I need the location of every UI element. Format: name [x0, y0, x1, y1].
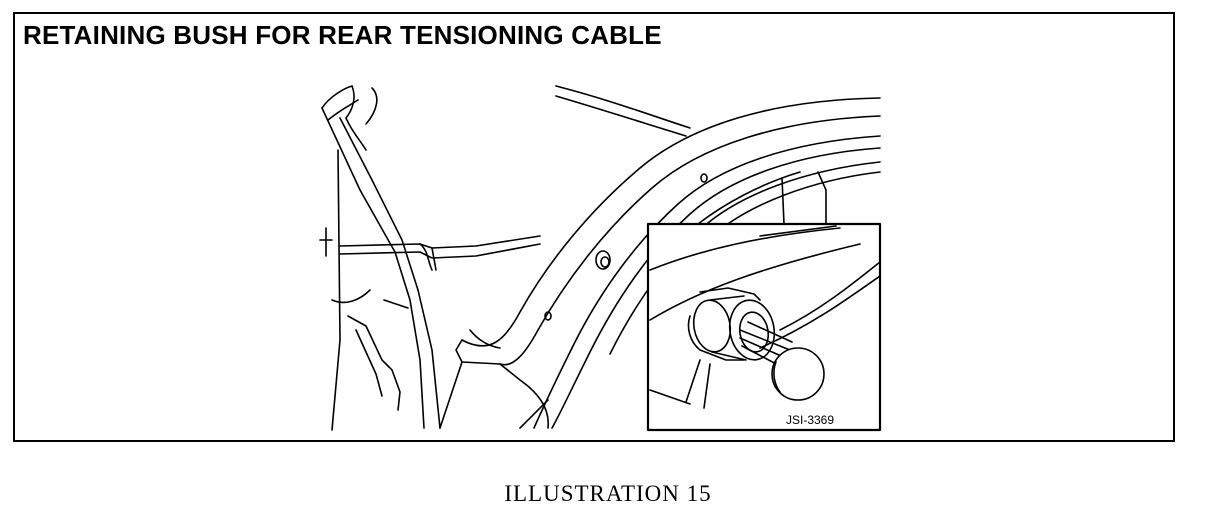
illustration-frame: RETAINING BUSH FOR REAR TENSIONING CABLE [13, 12, 1175, 442]
figure-title: RETAINING BUSH FOR REAR TENSIONING CABLE [23, 20, 662, 50]
tensioning-cable [339, 235, 541, 271]
illustration-caption: ILLUSTRATION 15 [504, 481, 712, 506]
pillar-lines [319, 85, 441, 431]
reference-code: JSI-3369 [786, 413, 834, 427]
retaining-bush-markers [544, 173, 708, 321]
detail-inset: JSI-3369 [646, 222, 882, 432]
